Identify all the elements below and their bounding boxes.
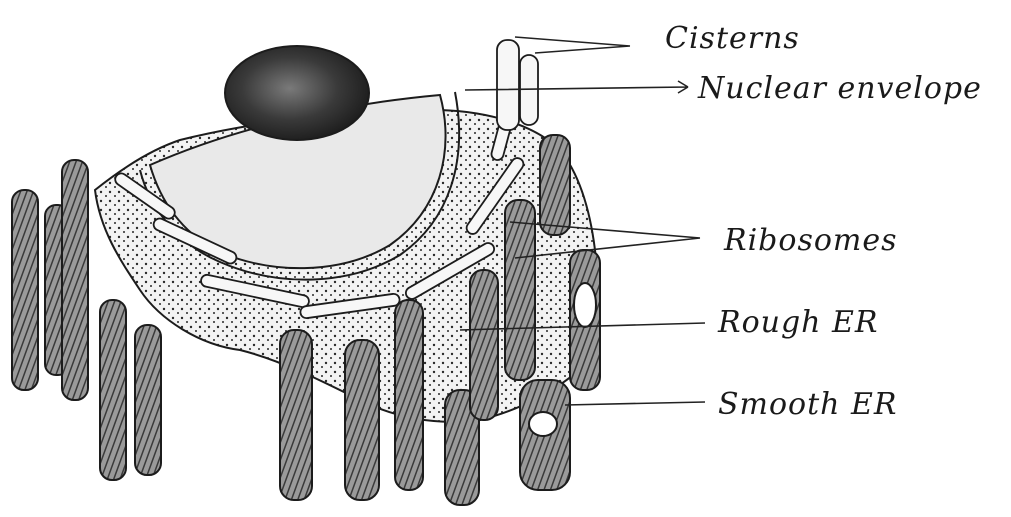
label-smooth-er: Smooth ER — [718, 387, 898, 422]
cisterna — [497, 40, 519, 130]
label-ribosomes: Ribosomes — [723, 223, 898, 258]
label-cisterns: Cisterns — [665, 21, 800, 56]
smooth-er-leader — [565, 402, 705, 405]
cisterns-leader — [515, 37, 630, 53]
tubule — [280, 330, 312, 500]
vesicle — [574, 283, 596, 327]
tubule — [62, 160, 88, 400]
nucleolus — [225, 46, 369, 140]
tubule — [470, 270, 498, 420]
tubule — [505, 200, 535, 380]
tubule — [540, 135, 570, 235]
tubule — [395, 300, 423, 490]
tubule — [135, 325, 161, 475]
tubule — [345, 340, 379, 500]
label-rough-er: Rough ER — [717, 305, 879, 340]
label-nuclear-envelope: Nuclear envelope — [697, 71, 982, 106]
tubule — [12, 190, 38, 390]
tubule — [100, 300, 126, 480]
vesicle — [529, 412, 557, 436]
